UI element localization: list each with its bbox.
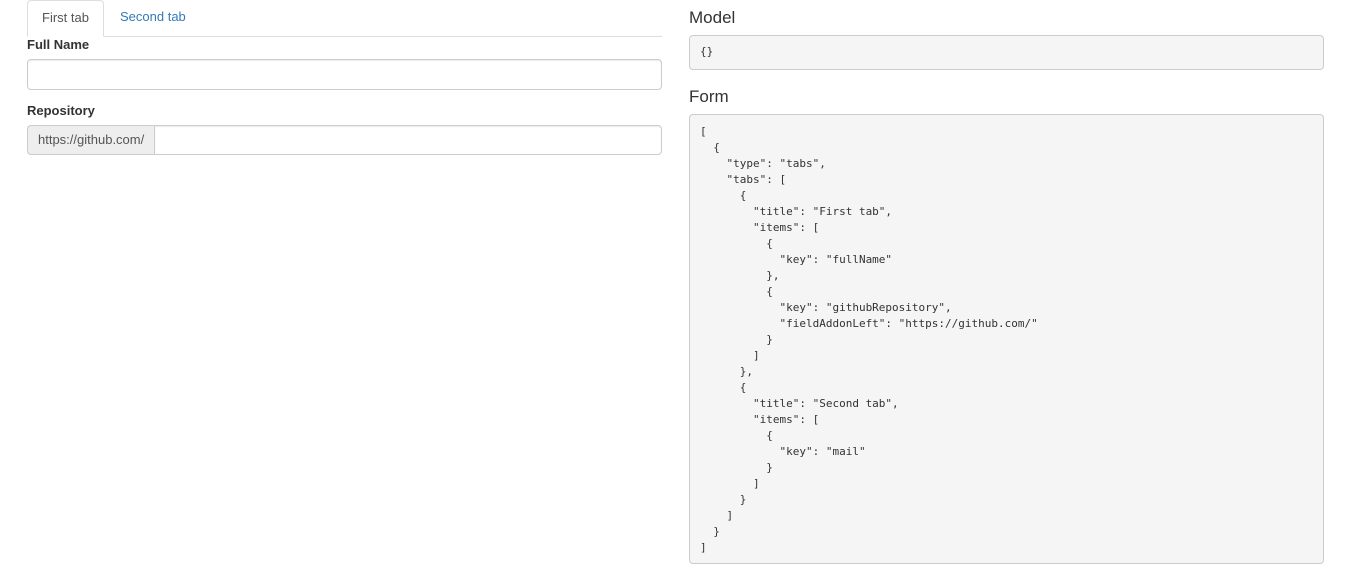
tab-bar: First tab Second tab (27, 0, 662, 37)
model-title: Model (689, 8, 736, 27)
repository-input-group: https://github.com/ (27, 125, 662, 155)
repository-input[interactable] (154, 125, 662, 155)
repository-label: Repository (27, 103, 95, 118)
model-json: {} (689, 35, 1324, 70)
form-panel: First tab Second tab Full Name Repositor… (27, 0, 662, 155)
full-name-label: Full Name (27, 37, 90, 52)
form-title: Form (689, 87, 729, 106)
form-json: [ { "type": "tabs", "tabs": [ { "title":… (689, 114, 1324, 564)
full-name-input[interactable] (27, 59, 662, 90)
tab-second[interactable]: Second tab (120, 9, 186, 24)
repository-addon: https://github.com/ (27, 125, 155, 155)
tab-first[interactable]: First tab (27, 0, 104, 37)
